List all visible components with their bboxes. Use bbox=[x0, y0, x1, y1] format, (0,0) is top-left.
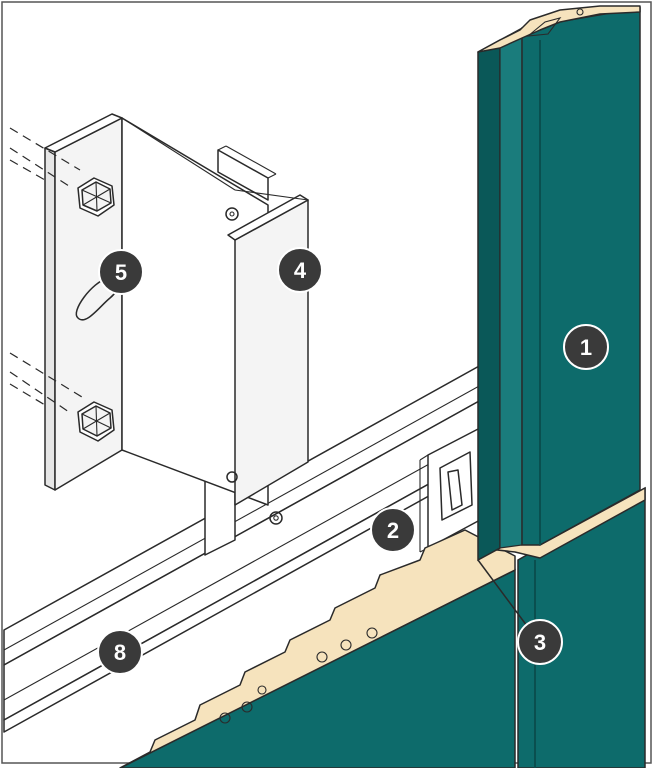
callout-2-label: 2 bbox=[387, 518, 399, 543]
callout-4-label: 4 bbox=[294, 258, 307, 283]
callout-5-badge bbox=[98, 249, 144, 295]
lower-panel-tongue bbox=[119, 529, 516, 768]
callout-1: 1 bbox=[563, 324, 609, 370]
callout-5: 5 bbox=[98, 249, 144, 295]
callout-2-badge bbox=[370, 507, 416, 553]
callout-2: 2 bbox=[370, 507, 416, 553]
callout-8-badge bbox=[97, 629, 143, 675]
callout-3-label: 3 bbox=[534, 630, 546, 655]
wall-bracket bbox=[44, 113, 309, 556]
callout-3: 3 bbox=[517, 619, 563, 665]
lower-panel bbox=[119, 529, 516, 768]
callout-8-label: 8 bbox=[114, 640, 126, 665]
callout-8: 8 bbox=[97, 629, 143, 675]
callout-4-badge bbox=[277, 247, 323, 293]
bolt-top bbox=[77, 177, 115, 217]
callout-1-badge bbox=[563, 324, 609, 370]
callout-1-label: 1 bbox=[580, 335, 592, 360]
callout-4: 4 bbox=[277, 247, 323, 293]
callout-5-label: 5 bbox=[115, 260, 127, 285]
callout-3-leader bbox=[477, 559, 531, 631]
vertical-panel bbox=[477, 5, 641, 562]
panel-clip bbox=[419, 427, 481, 553]
anchor-lines bbox=[9, 127, 83, 415]
callout-3-badge bbox=[517, 619, 563, 665]
bolt-bottom bbox=[77, 401, 115, 442]
